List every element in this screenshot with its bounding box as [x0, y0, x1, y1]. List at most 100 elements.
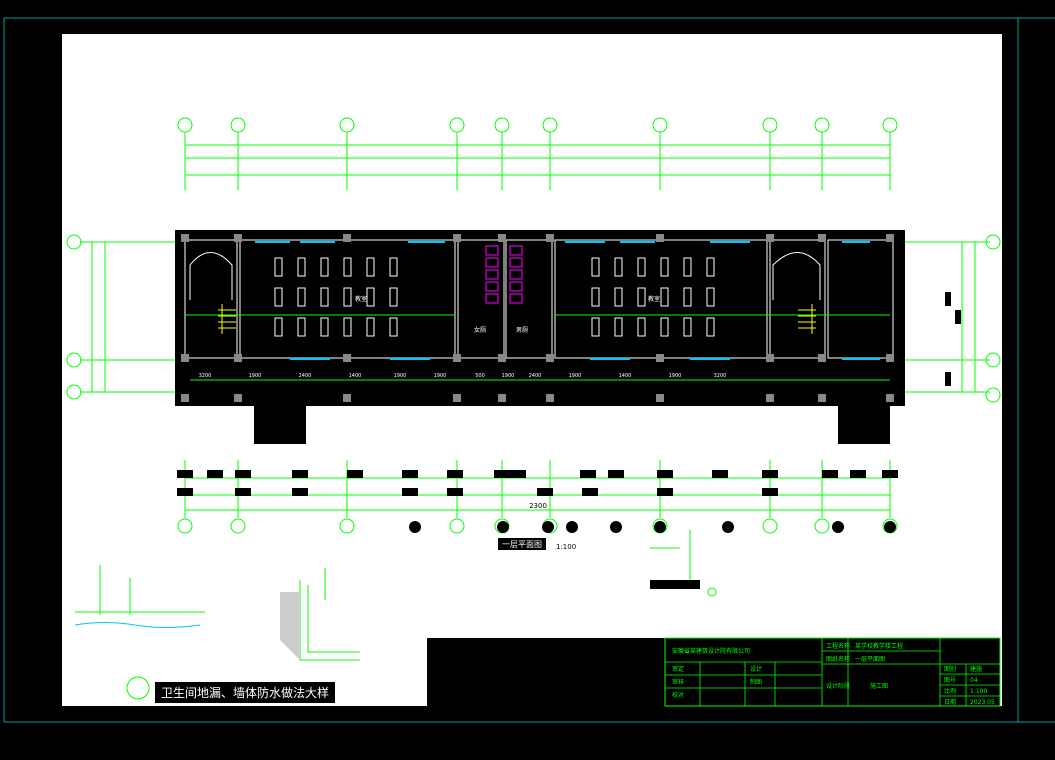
column-mid-5: [546, 354, 554, 362]
desk-15: [389, 257, 398, 277]
desk-9: [343, 257, 352, 277]
wall-section-hatch: [280, 592, 300, 660]
toilet-fixtures: [485, 245, 523, 304]
desk-0: [274, 257, 283, 277]
dim-block-upper-4: [347, 470, 363, 478]
floor-plan: [175, 230, 905, 406]
axis-bubbles: [177, 117, 898, 534]
dim-block-lower-0: [177, 488, 193, 496]
dim-text-5: 1900: [434, 373, 447, 379]
desk-7: [320, 287, 329, 307]
column-top-6: [656, 234, 664, 242]
axis-bubble-left-b: [66, 352, 82, 368]
dim-block-upper-9: [580, 470, 596, 478]
column-top-0: [181, 234, 189, 242]
room-label-women: 女厕: [474, 326, 486, 334]
tb-row-label-3: 设计: [750, 665, 762, 673]
dim-text-4: 1900: [394, 373, 407, 379]
dim-text-11: 1900: [669, 373, 682, 379]
tb-right-label-0: 图别: [944, 665, 956, 673]
column-mid-3: [453, 354, 461, 362]
elevation-marker: [650, 530, 717, 597]
axis-bubble-bottom-1: [230, 518, 246, 534]
desk-26: [637, 317, 646, 337]
stair-left: [218, 304, 236, 334]
detail-caption: 卫生间地漏、墙体防水做法大样: [155, 682, 336, 703]
desk-14: [366, 317, 375, 337]
column-mid-6: [656, 354, 664, 362]
column-top-1: [234, 234, 242, 242]
column-mid-1: [234, 354, 242, 362]
desk-23: [614, 317, 623, 337]
column-bottom-3: [453, 394, 461, 402]
column-top-3: [453, 234, 461, 242]
axis-bubble-bottom-0: [177, 518, 193, 534]
dim-block-upper-13: [762, 470, 778, 478]
entrance-block-left: [254, 406, 306, 444]
side-axis-grid: [66, 234, 1001, 403]
side-mark-0: [945, 292, 951, 306]
desk-13: [366, 287, 375, 307]
desk-5: [297, 317, 306, 337]
axis-bubble-bottom-3: [449, 518, 465, 534]
dim-block-lower-6: [582, 488, 598, 496]
column-mid-9: [886, 354, 894, 362]
windows: [255, 241, 880, 360]
axis-bubble-right-b: [985, 352, 1001, 368]
tb-right-label-2: 比例: [944, 687, 956, 695]
dim-block-upper-15: [850, 470, 866, 478]
desk-17: [389, 317, 398, 337]
axis-bubble-top-7: [762, 117, 778, 133]
desk-25: [637, 287, 646, 307]
toilet-m-4: [509, 293, 523, 304]
axis-bubble-top-9: [882, 117, 898, 133]
desk-18: [591, 257, 600, 277]
total-length-dim: 2300: [529, 502, 547, 510]
dim-block-lower-8: [762, 488, 778, 496]
tb-stage-value: 施工图: [870, 682, 888, 690]
bottom-solid-bubble-6: [722, 521, 734, 533]
axis-bubble-top-4: [494, 117, 510, 133]
axis-bubble-top-8: [814, 117, 830, 133]
dim-text-7: 1900: [502, 373, 515, 379]
column-bottom-8: [818, 394, 826, 402]
tb-right-value-0: 建施: [970, 665, 982, 673]
title-block: 安徽省某建筑设计院有限公司 工程名称 某学校教学楼工程 图纸名称 一层平面图 设…: [427, 637, 1001, 707]
column-bottom-9: [886, 394, 894, 402]
bottom-solid-bubble-2: [542, 521, 554, 533]
column-top-2: [343, 234, 351, 242]
desk-2: [274, 317, 283, 337]
tb-stage-label: 设计阶段: [826, 682, 850, 690]
tb-right-label-3: 日期: [944, 698, 956, 706]
bottom-solid-bubble-5: [654, 521, 666, 533]
tb-project-label: 工程名称: [826, 642, 850, 650]
column-top-8: [818, 234, 826, 242]
dim-text-9: 1900: [569, 373, 582, 379]
entrance-block-right: [838, 406, 890, 444]
elev-circle: [707, 587, 717, 597]
plan-title: 一层平面图: [502, 540, 542, 549]
desk-1: [274, 287, 283, 307]
desk-6: [320, 257, 329, 277]
bottom-solid-bubble-0: [409, 521, 421, 533]
floor-drain-detail-lines: [75, 565, 205, 615]
column-mid-7: [766, 354, 774, 362]
desk-20: [591, 317, 600, 337]
room-label-men: 男厕: [516, 327, 528, 334]
side-mark-1: [955, 310, 961, 324]
column-bottom-2: [343, 394, 351, 402]
dim-block-upper-1: [207, 470, 223, 478]
toilet-w-4: [485, 293, 499, 304]
stair-arch-right: [772, 252, 821, 300]
column-mid-4: [498, 354, 506, 362]
stair-right: [798, 304, 816, 334]
desk-27: [660, 257, 669, 277]
toilet-m-1: [509, 257, 523, 268]
desk-24: [637, 257, 646, 277]
axis-bubble-left-a: [66, 234, 82, 250]
desk-16: [389, 287, 398, 307]
column-bottom-0: [181, 394, 189, 402]
classroom-desks: [274, 257, 715, 337]
